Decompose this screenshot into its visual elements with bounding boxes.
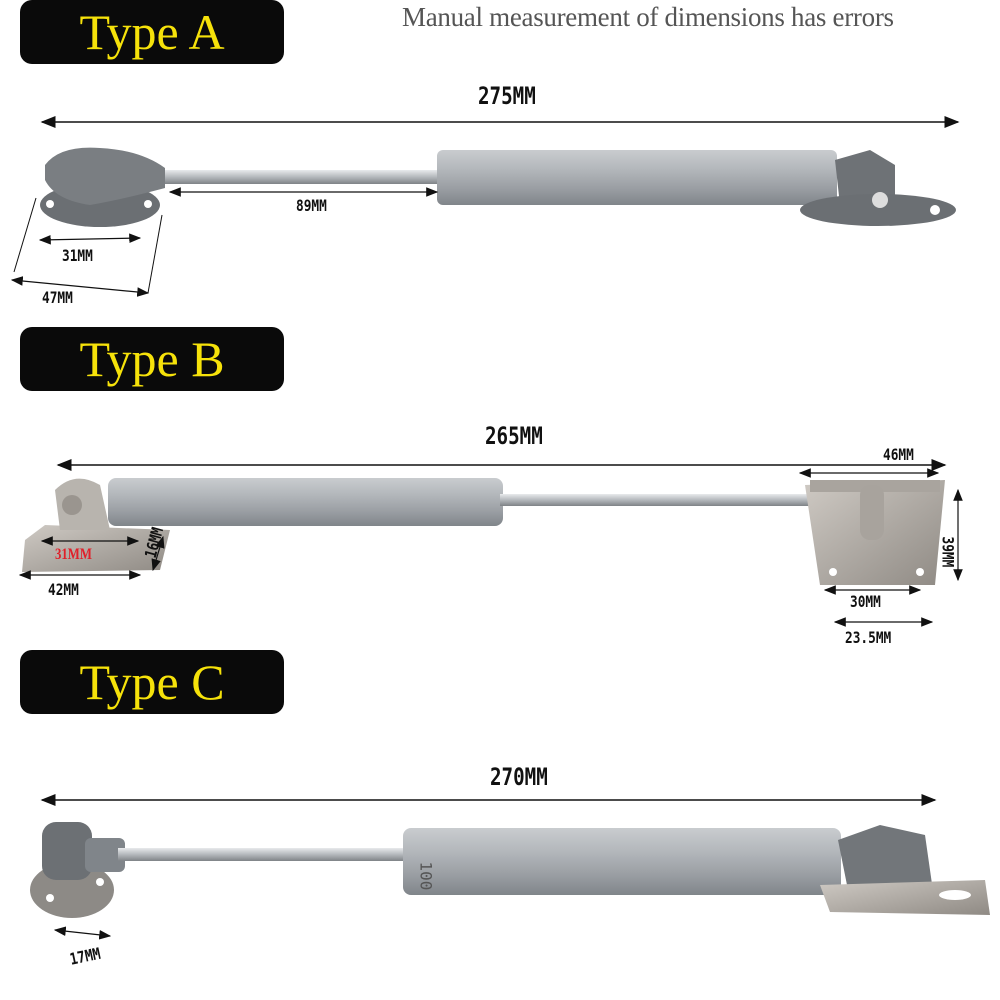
strut-type-c	[30, 794, 990, 940]
piston-rod	[118, 848, 408, 861]
dim-base-width: 47MM	[42, 288, 73, 307]
end-cap-left	[45, 147, 165, 205]
dim-hole-spacing: 30MM	[850, 592, 881, 611]
dim-plate-height: 39MM	[938, 536, 958, 568]
dim-bracket-width: 42MM	[48, 580, 79, 599]
dim-total-length: 270MM	[490, 763, 548, 791]
cylinder-marking: 100	[416, 861, 436, 891]
piston-rod	[165, 170, 440, 184]
cylinder	[437, 150, 837, 205]
cylinder	[403, 828, 841, 895]
bracket-right	[820, 880, 990, 915]
cylinder	[108, 478, 503, 526]
end-fitting-right	[835, 150, 895, 205]
mount-base-right	[800, 194, 956, 226]
dim-plate-width: 23.5MM	[845, 628, 892, 647]
dim-total-length: 265MM	[485, 422, 543, 450]
type-a-label: Type A	[20, 0, 284, 64]
dim-slot-length: 46MM	[883, 445, 914, 464]
strut-type-b	[18, 459, 963, 627]
end-cap-left	[42, 822, 92, 880]
type-b-label: Type B	[20, 327, 284, 391]
dim-total-length: 275MM	[478, 82, 536, 110]
measurement-note: Manual measurement of dimensions has err…	[402, 2, 894, 32]
dim-slot-spacing: 31MM	[55, 546, 92, 563]
type-c-label: Type C	[20, 650, 284, 714]
strut-type-a	[10, 116, 960, 297]
piston-rod	[500, 494, 820, 506]
dim-rod: 89MM	[296, 196, 327, 215]
dim-hole-spacing: 31MM	[62, 246, 93, 265]
